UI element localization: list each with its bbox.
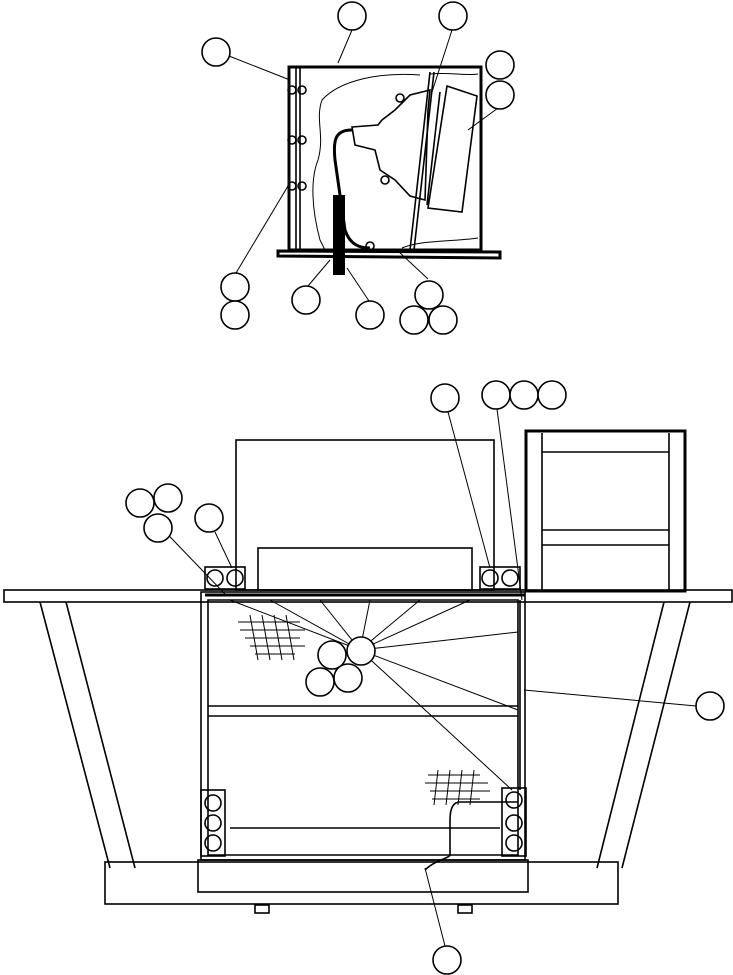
callout bbox=[143, 513, 173, 543]
callout bbox=[485, 80, 515, 110]
connector-blocks bbox=[200, 566, 527, 857]
callout bbox=[153, 483, 183, 513]
callout bbox=[537, 380, 567, 410]
cutaway-outline bbox=[312, 72, 479, 251]
callout bbox=[399, 305, 429, 335]
callout bbox=[305, 667, 335, 697]
callout bbox=[509, 380, 539, 410]
callout bbox=[414, 280, 444, 310]
center-box bbox=[200, 591, 526, 861]
mesh-hatch bbox=[238, 614, 490, 806]
right-leg bbox=[596, 601, 691, 869]
callout bbox=[291, 285, 321, 315]
callout bbox=[438, 1, 468, 31]
left-leg bbox=[39, 601, 136, 869]
callout bbox=[317, 640, 347, 670]
callout bbox=[355, 300, 385, 330]
inner-block bbox=[257, 547, 473, 591]
lamp-lens bbox=[426, 84, 478, 213]
callout bbox=[432, 945, 462, 975]
callout bbox=[201, 37, 231, 67]
callout bbox=[194, 503, 224, 533]
main-view bbox=[3, 380, 733, 975]
callout bbox=[337, 1, 367, 31]
tabletop bbox=[3, 589, 733, 603]
callout bbox=[346, 636, 376, 666]
switch-body bbox=[333, 195, 345, 275]
callout bbox=[125, 488, 155, 518]
upper-cabinet bbox=[235, 439, 495, 591]
callout bbox=[220, 272, 250, 302]
right-frame bbox=[524, 429, 687, 593]
callout bbox=[220, 300, 250, 330]
lamp-housing bbox=[351, 88, 431, 202]
callout bbox=[485, 50, 515, 80]
callout bbox=[428, 305, 458, 335]
detail-frame bbox=[287, 65, 483, 252]
base bbox=[104, 861, 619, 905]
callouts bbox=[125, 380, 725, 975]
callout bbox=[430, 383, 460, 413]
callout bbox=[481, 380, 511, 410]
base-plate bbox=[276, 249, 502, 260]
callout bbox=[695, 691, 725, 721]
callout bbox=[333, 663, 363, 693]
callouts bbox=[201, 1, 515, 335]
detail-view bbox=[201, 1, 515, 335]
